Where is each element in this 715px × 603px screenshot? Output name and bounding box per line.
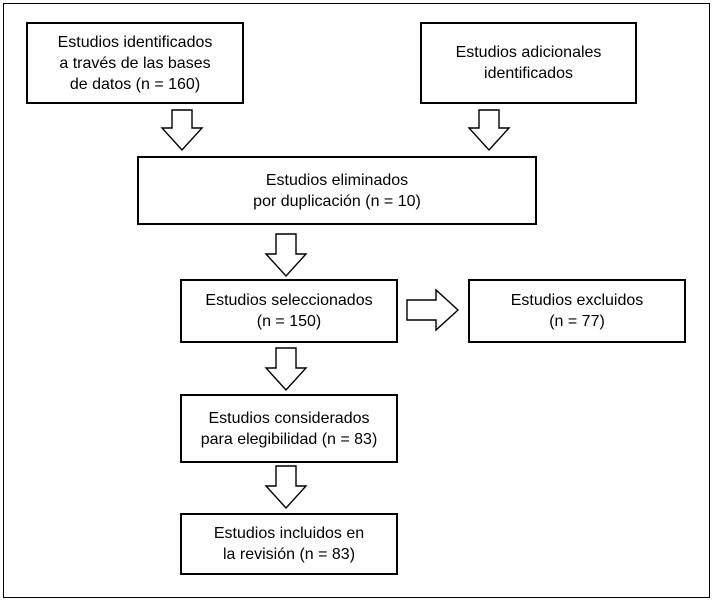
box-text-line: para elegibilidad (n = 83) [200,430,378,448]
box-text-line: identificados [484,65,573,82]
box-text-line: Estudios seleccionados [205,292,373,309]
box-text-line: (n = 150) [256,313,322,330]
arrow-duplicates-to-selected [264,233,308,278]
box-text-line: Estudios considerados [208,409,370,427]
diagram-frame [3,3,710,598]
box-text-line: Estudios eliminados [265,171,409,189]
box-text-line: por duplicación (n = 10) [253,192,421,210]
box-text-line: la revisión (n = 83) [222,546,356,563]
box-text-line: Estudios incluidos en [213,525,365,542]
box-excluded-studies: Estudios excluidos (n = 77) [468,279,686,343]
box-identified-studies: Estudios identificados a través de las b… [26,22,244,104]
box-eligibility-studies: Estudios considerados para elegibilidad … [180,394,398,463]
box-text-line: Estudios adicionales [455,44,602,61]
box-selected-studies: Estudios seleccionados (n = 150) [180,279,398,343]
box-text-line: (n = 77) [549,313,605,330]
box-text-line: Estudios excluidos [510,292,644,309]
box-text-line: de datos (n = 160) [69,75,201,93]
box-duplicates-removed: Estudios eliminados por duplicación (n =… [137,156,537,225]
arrow-identified-to-duplicates [160,109,204,152]
box-included-studies: Estudios incluidos en la revisión (n = 8… [180,513,398,575]
arrow-additional-to-duplicates [467,109,511,152]
box-text-line: Estudios identificados [57,33,213,51]
arrow-eligibility-to-included [264,465,308,510]
box-additional-studies: Estudios adicionales identificados [420,22,637,104]
box-text-line: a través de las bases [59,54,211,72]
arrow-selected-to-eligibility [264,347,308,392]
arrow-selected-to-excluded [406,288,460,332]
